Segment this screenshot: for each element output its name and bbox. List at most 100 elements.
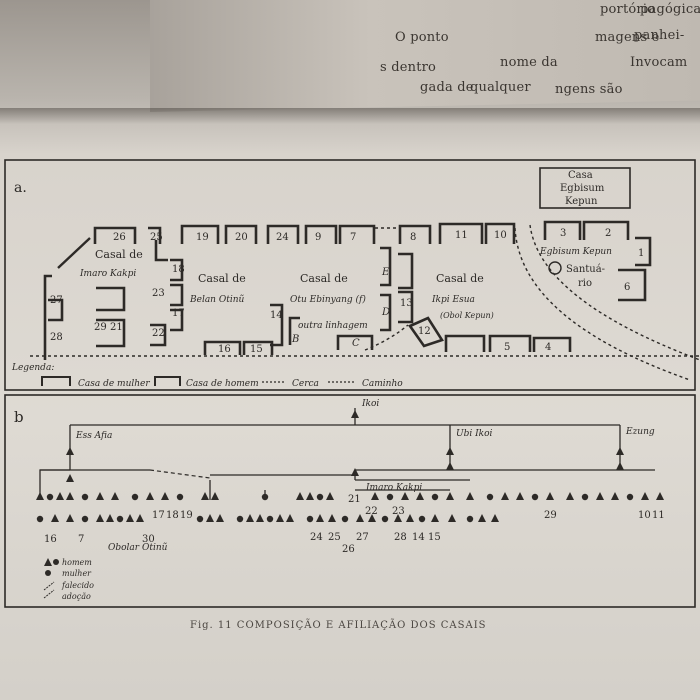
legend-title: Legenda: xyxy=(11,363,54,373)
kin-man-symbol xyxy=(56,492,64,500)
prev-text-2: panhei- xyxy=(634,28,685,43)
kin-man-symbol xyxy=(256,514,264,522)
kin-woman-symbol xyxy=(236,515,244,523)
compound-1-line1: Casal de xyxy=(95,248,143,261)
house-number: 16 xyxy=(218,344,231,355)
legend-b-woman: mulher xyxy=(62,569,92,578)
compound-4-line1: Casal de xyxy=(436,272,484,285)
prev-text-11: s dentro xyxy=(380,60,437,75)
kin-woman-symbol xyxy=(466,515,474,523)
kin-man-symbol xyxy=(66,474,74,482)
kin-man-symbol xyxy=(206,514,214,522)
kin-man-symbol xyxy=(326,492,334,500)
kin-man-symbol xyxy=(478,514,486,522)
panel-a-label: a. xyxy=(14,180,27,196)
kin-man-symbol xyxy=(394,514,402,522)
kin-number: 27 xyxy=(356,532,369,543)
kin-woman-symbol xyxy=(176,493,184,501)
kin-man-symbol xyxy=(146,492,154,500)
kin-man-symbol xyxy=(276,514,284,522)
santuario-line1: Santuá- xyxy=(566,264,605,275)
house-letter: C xyxy=(352,338,360,349)
kin-woman-symbol xyxy=(386,493,394,501)
santuario-marker xyxy=(548,261,562,275)
kin-woman-symbol xyxy=(196,515,204,523)
kin-man-symbol xyxy=(351,468,359,476)
kin-number: 16 xyxy=(44,534,57,545)
kin-woman-symbol xyxy=(431,493,439,501)
kin-woman-symbol xyxy=(116,515,124,523)
kin-man-symbol xyxy=(66,514,74,522)
name-imaro-kakpi: Imaro Kakpi xyxy=(365,483,422,493)
kin-man-symbol xyxy=(126,514,134,522)
house-letter: D xyxy=(381,307,390,318)
kin-woman-symbol xyxy=(581,493,589,501)
legend-b-deceased: falecido xyxy=(61,581,94,590)
casa-egbisum-box xyxy=(539,167,631,209)
house-number: 17 xyxy=(172,308,185,319)
kin-number: 29 xyxy=(544,510,557,521)
casa-line-1: Casa xyxy=(568,170,593,181)
panel-b-label: b xyxy=(14,408,24,426)
house-number: 18 xyxy=(172,264,185,275)
kin-number: 23 xyxy=(392,506,405,517)
kin-man-symbol xyxy=(351,410,359,418)
kin-number: 19 xyxy=(180,510,193,521)
house-letter: B xyxy=(291,334,299,345)
kin-man-symbol xyxy=(466,492,474,500)
name-obolar-otinu: Obolar Otinũ xyxy=(108,542,168,553)
ikpi-sub-label: (Obol Kepun) xyxy=(440,311,494,320)
compound-4-line2: Ikpi Esua xyxy=(431,295,475,305)
house-number: 22 xyxy=(152,328,165,339)
kin-man-symbol xyxy=(111,492,119,500)
kin-man-symbol xyxy=(446,462,454,470)
kin-man-symbol xyxy=(656,492,664,500)
page-fold-shadow xyxy=(0,108,700,124)
house-number: 25 xyxy=(150,232,163,243)
kin-number: 11 xyxy=(652,510,665,521)
name-ubi-ikoi: Ubi Ikoi xyxy=(456,429,493,439)
kin-number: 24 xyxy=(310,532,323,543)
kin-woman-symbol xyxy=(486,493,494,501)
kin-man-symbol xyxy=(96,514,104,522)
kin-man-symbol xyxy=(66,492,74,500)
house-number: 23 xyxy=(152,288,165,299)
casa-line-3: Kepun xyxy=(565,196,598,207)
kin-man-symbol xyxy=(616,447,624,455)
kin-man-symbol xyxy=(491,514,499,522)
house-number: 3 xyxy=(560,228,566,239)
panel-a-frame xyxy=(4,159,696,391)
kin-man-symbol xyxy=(136,514,144,522)
prev-text-10: O ponto xyxy=(395,30,449,45)
house-number: 15 xyxy=(250,344,263,355)
house-number: 5 xyxy=(504,342,510,353)
kin-man-symbol xyxy=(448,514,456,522)
kin-man-symbol xyxy=(368,514,376,522)
panel-b-frame xyxy=(4,394,696,608)
kin-man-symbol xyxy=(596,492,604,500)
kin-man-symbol xyxy=(401,492,409,500)
prev-text-7: ngens são xyxy=(555,82,623,97)
compound-3-line1: Casal de xyxy=(300,272,348,285)
house-number: 19 xyxy=(196,232,209,243)
compound-2-line1: Casal de xyxy=(198,272,246,285)
kin-woman-symbol xyxy=(341,515,349,523)
santuario-line2: rio xyxy=(578,278,592,289)
legend-path: Caminho xyxy=(362,379,403,389)
house-number: 27 xyxy=(50,295,63,306)
prev-text-8: qualquer xyxy=(470,80,531,95)
kin-woman-symbol xyxy=(306,515,314,523)
kin-man-symbol xyxy=(546,492,554,500)
egbisum-kepun-label: Egbisum Kepun xyxy=(539,247,612,257)
kin-woman-symbol xyxy=(626,493,634,501)
kin-man-symbol xyxy=(431,514,439,522)
house-number: 1 xyxy=(638,248,644,259)
house-number: 12 xyxy=(418,326,431,337)
kin-man-symbol xyxy=(286,514,294,522)
legend-man-house: Casa de homem xyxy=(186,379,259,389)
kin-woman-symbol xyxy=(531,493,539,501)
kin-man-symbol xyxy=(356,514,364,522)
house-number: 13 xyxy=(400,298,413,309)
kin-man-symbol xyxy=(216,514,224,522)
